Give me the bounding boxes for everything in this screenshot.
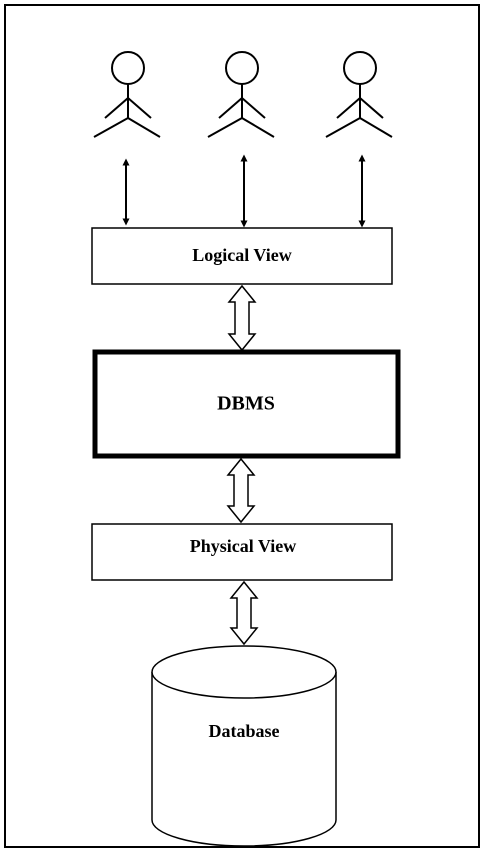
logical-view-box [91, 227, 393, 285]
physical-view-box [91, 523, 393, 581]
physical-database-double-arrow [229, 580, 259, 646]
database-cylinder-icon [151, 645, 337, 847]
dbms-label: DBMS [217, 393, 275, 415]
user-figure-1 [93, 51, 161, 138]
database-label: Database [209, 721, 280, 741]
user-figure-3 [325, 51, 393, 138]
dbms-box [92, 349, 401, 459]
user-figure-2 [207, 51, 275, 138]
physical-view-label: Physical View [190, 536, 297, 556]
dbms-physical-double-arrow [226, 457, 256, 524]
logical-view-label: Logical View [192, 245, 292, 265]
